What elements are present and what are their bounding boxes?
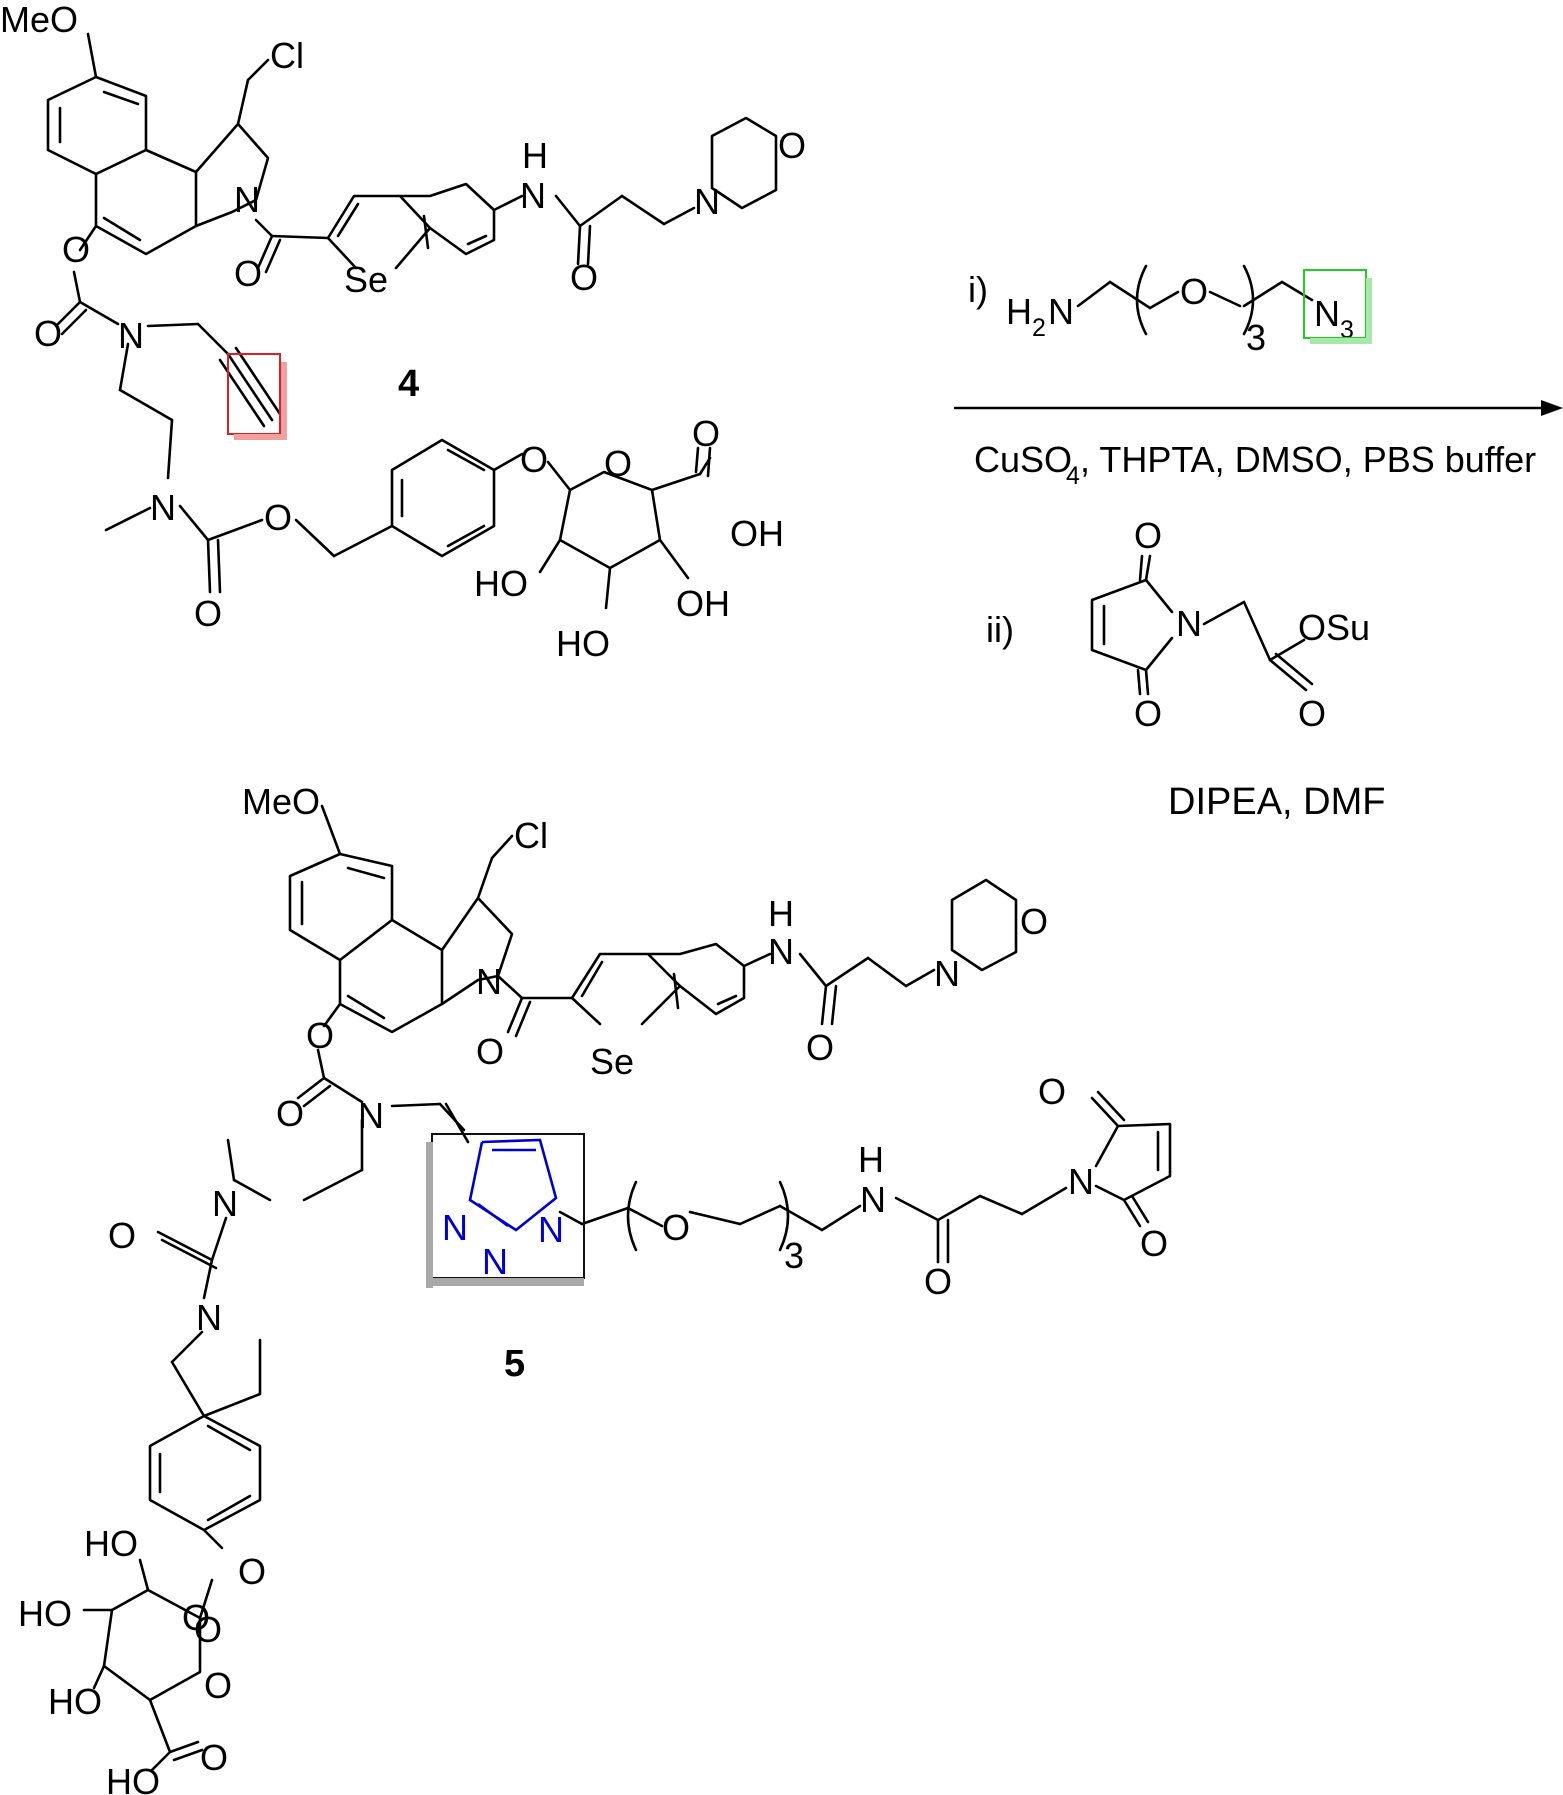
- atom-label: MeO: [242, 781, 320, 822]
- atom-label: HO: [474, 563, 528, 604]
- triazole-n3: N: [442, 1207, 468, 1248]
- ether-o: O: [1180, 271, 1208, 312]
- atom-label: N: [234, 179, 260, 220]
- atom-label: O: [692, 413, 720, 454]
- atom-label: Se: [590, 1041, 634, 1082]
- atom-label: O: [1020, 901, 1048, 942]
- conditions-subscript: 4: [1066, 462, 1080, 490]
- atom-label: N: [768, 931, 794, 972]
- atom-label: O: [234, 253, 262, 294]
- reaction-arrow: [954, 400, 1563, 416]
- atom-label: O: [806, 1027, 834, 1068]
- atom-label: HO: [48, 1681, 102, 1722]
- atom-label: MeO: [0, 0, 78, 40]
- atom-label: OH: [730, 513, 784, 554]
- atom-label: N: [934, 953, 960, 994]
- atom-label: OH: [676, 583, 730, 624]
- triazole-n1: N: [538, 1209, 564, 1250]
- atom-label: N: [694, 181, 720, 222]
- atom-label: O: [204, 1665, 232, 1706]
- atom-label: HO: [84, 1523, 138, 1564]
- azide-n: N: [1314, 293, 1340, 334]
- compound-4: [46, 32, 778, 610]
- linker-repeat-count: 3: [784, 1235, 804, 1276]
- compound-5-labels: MeO Cl N O O N O Se N H O N O N N N N N …: [18, 781, 1168, 1795]
- atom-label: N: [358, 1095, 384, 1136]
- atom-label: O: [520, 439, 548, 480]
- triazole-n2: N: [482, 1241, 508, 1282]
- conditions-step-ii: DIPEA, DMF: [1168, 781, 1385, 823]
- atom-label: O: [604, 443, 632, 484]
- atom-label: O: [264, 497, 292, 538]
- atom-label: O: [570, 257, 598, 298]
- amine-n: N: [1048, 291, 1074, 332]
- atom-label: O: [276, 1093, 304, 1134]
- atom-label: O: [778, 125, 806, 166]
- alkyne-highlight-shadow: [281, 362, 287, 440]
- atom-label: O: [194, 1609, 222, 1650]
- reagent-step-ii: ii) O N O OSu O DIPEA, DMF: [986, 515, 1385, 823]
- reagent-step-i: i) H 2 N O 3 N 3: [968, 264, 1372, 358]
- atom-label: Cl: [270, 35, 304, 76]
- atom-label: N: [212, 1183, 238, 1224]
- atom-label: N: [196, 1297, 222, 1338]
- atom-label: N: [476, 961, 502, 1002]
- atom-label: HO: [106, 1761, 160, 1795]
- atom-label: O: [200, 1737, 228, 1778]
- atom-label: O: [62, 229, 90, 270]
- triazole-highlight-box: [431, 1133, 585, 1279]
- atom-label: H: [858, 1139, 884, 1180]
- atom-label: H: [768, 893, 794, 934]
- atom-label: H: [522, 135, 548, 176]
- maleimide-oxo-top: O: [1134, 515, 1162, 556]
- azide-highlight-shadow: [1366, 278, 1372, 344]
- triazole-highlight-shadow: [426, 1142, 433, 1288]
- atom-label: O: [1140, 1223, 1168, 1264]
- atom-label: O: [108, 1215, 136, 1256]
- maleimide-oxo-bottom: O: [1134, 693, 1162, 734]
- step-i-label: i): [968, 269, 988, 310]
- atom-label: N: [118, 315, 144, 356]
- atom-label: O: [1038, 1071, 1066, 1112]
- atom-label: O: [238, 1551, 266, 1592]
- atom-label: O: [306, 1015, 334, 1056]
- atom-label: O: [34, 313, 62, 354]
- atom-label: N: [520, 175, 546, 216]
- atom-label: Cl: [514, 815, 548, 856]
- ester-carbonyl-o: O: [1298, 693, 1326, 734]
- compound-5-number: 5: [504, 1343, 525, 1385]
- ester-osu: OSu: [1298, 607, 1370, 648]
- amine-h: H: [1006, 291, 1032, 332]
- atom-label: N: [1068, 1161, 1094, 1202]
- compound-5: [82, 804, 1172, 1772]
- alkyne-highlight-shadow-bottom: [234, 434, 287, 440]
- maleimide-n: N: [1176, 603, 1202, 644]
- atom-label: O: [662, 1207, 690, 1248]
- triazole-highlight-shadow-bottom: [426, 1278, 584, 1286]
- atom-label: O: [924, 1261, 952, 1302]
- azide-highlight-shadow-bottom: [1310, 338, 1372, 344]
- compound-4-number: 4: [398, 363, 419, 405]
- repeat-count: 3: [1246, 317, 1266, 358]
- atom-label: HO: [556, 623, 610, 664]
- conditions-b: , THPTA, DMSO, PBS buffer: [1080, 439, 1536, 480]
- conditions-step-i: CuSO 4 , THPTA, DMSO, PBS buffer: [974, 439, 1536, 490]
- atom-label: O: [476, 1031, 504, 1072]
- atom-label: O: [194, 593, 222, 634]
- triazole-ring: [468, 1138, 558, 1232]
- conditions-a: CuSO: [974, 439, 1072, 480]
- compound-4-labels: MeO Cl N O O N O Se N H O N O N O O O O …: [0, 0, 806, 664]
- amine-subscript: 2: [1032, 314, 1046, 342]
- atom-label: N: [150, 487, 176, 528]
- atom-label: Se: [344, 259, 388, 300]
- atom-label: N: [860, 1179, 886, 1220]
- atom-label: HO: [18, 1593, 72, 1634]
- step-ii-label: ii): [986, 609, 1014, 650]
- atom-label: O: [182, 1597, 210, 1638]
